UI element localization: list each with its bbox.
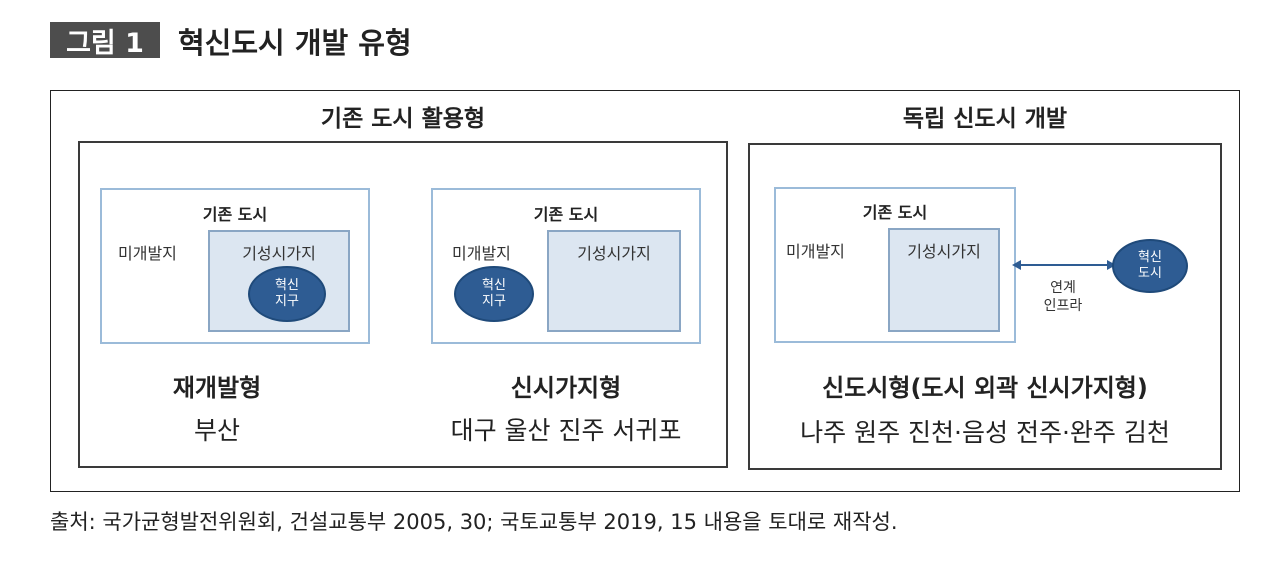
right-section-title: 독립 신도시 개발 [902,106,1068,132]
arrowhead-left-icon [1012,260,1021,270]
builtup-area-box: 기성시가지 [888,228,1000,332]
type-name-redevelopment: 재개발형 [172,374,262,402]
type-name-new-town: 신시가지형 [510,374,622,402]
arrowhead-right-icon [1107,260,1116,270]
builtup-area-box: 기성시가지 [547,230,681,332]
examples-new-town: 대구 울산 진주 서귀포 [450,416,682,445]
type-name-new-city: 신도시형(도시 외곽 신시가지형) [822,374,1148,402]
builtup-label: 기성시가지 [907,242,981,261]
figure-label: 그림 1 [50,22,160,59]
innovation-city-ellipse: 혁신 도시 [1112,239,1188,293]
undeveloped-label: 미개발지 [118,244,177,263]
undeveloped-label: 미개발지 [786,242,845,261]
link-infrastructure-label: 연계 인프라 [1043,280,1083,315]
existing-city-title: 기존 도시 [202,205,268,224]
existing-city-title: 기존 도시 [533,205,599,224]
examples-redevelopment: 부산 [193,416,240,445]
innovation-district-ellipse: 혁신 지구 [248,266,326,322]
builtup-label: 기성시가지 [577,244,651,263]
existing-city-title: 기존 도시 [862,203,928,222]
diagram-frame [50,90,1240,492]
builtup-label: 기성시가지 [242,244,316,263]
examples-new-city: 나주 원주 진천·음성 전주·완주 김천 [800,418,1170,447]
link-arrow [1012,260,1116,270]
figure-title: 혁신도시 개발 유형 [178,26,412,60]
innovation-district-ellipse: 혁신 지구 [454,266,534,322]
undeveloped-label: 미개발지 [452,244,511,263]
left-section-title: 기존 도시 활용형 [320,106,486,132]
source-note: 출처: 국가균형발전위원회, 건설교통부 2005, 30; 국토교통부 201… [50,510,898,534]
